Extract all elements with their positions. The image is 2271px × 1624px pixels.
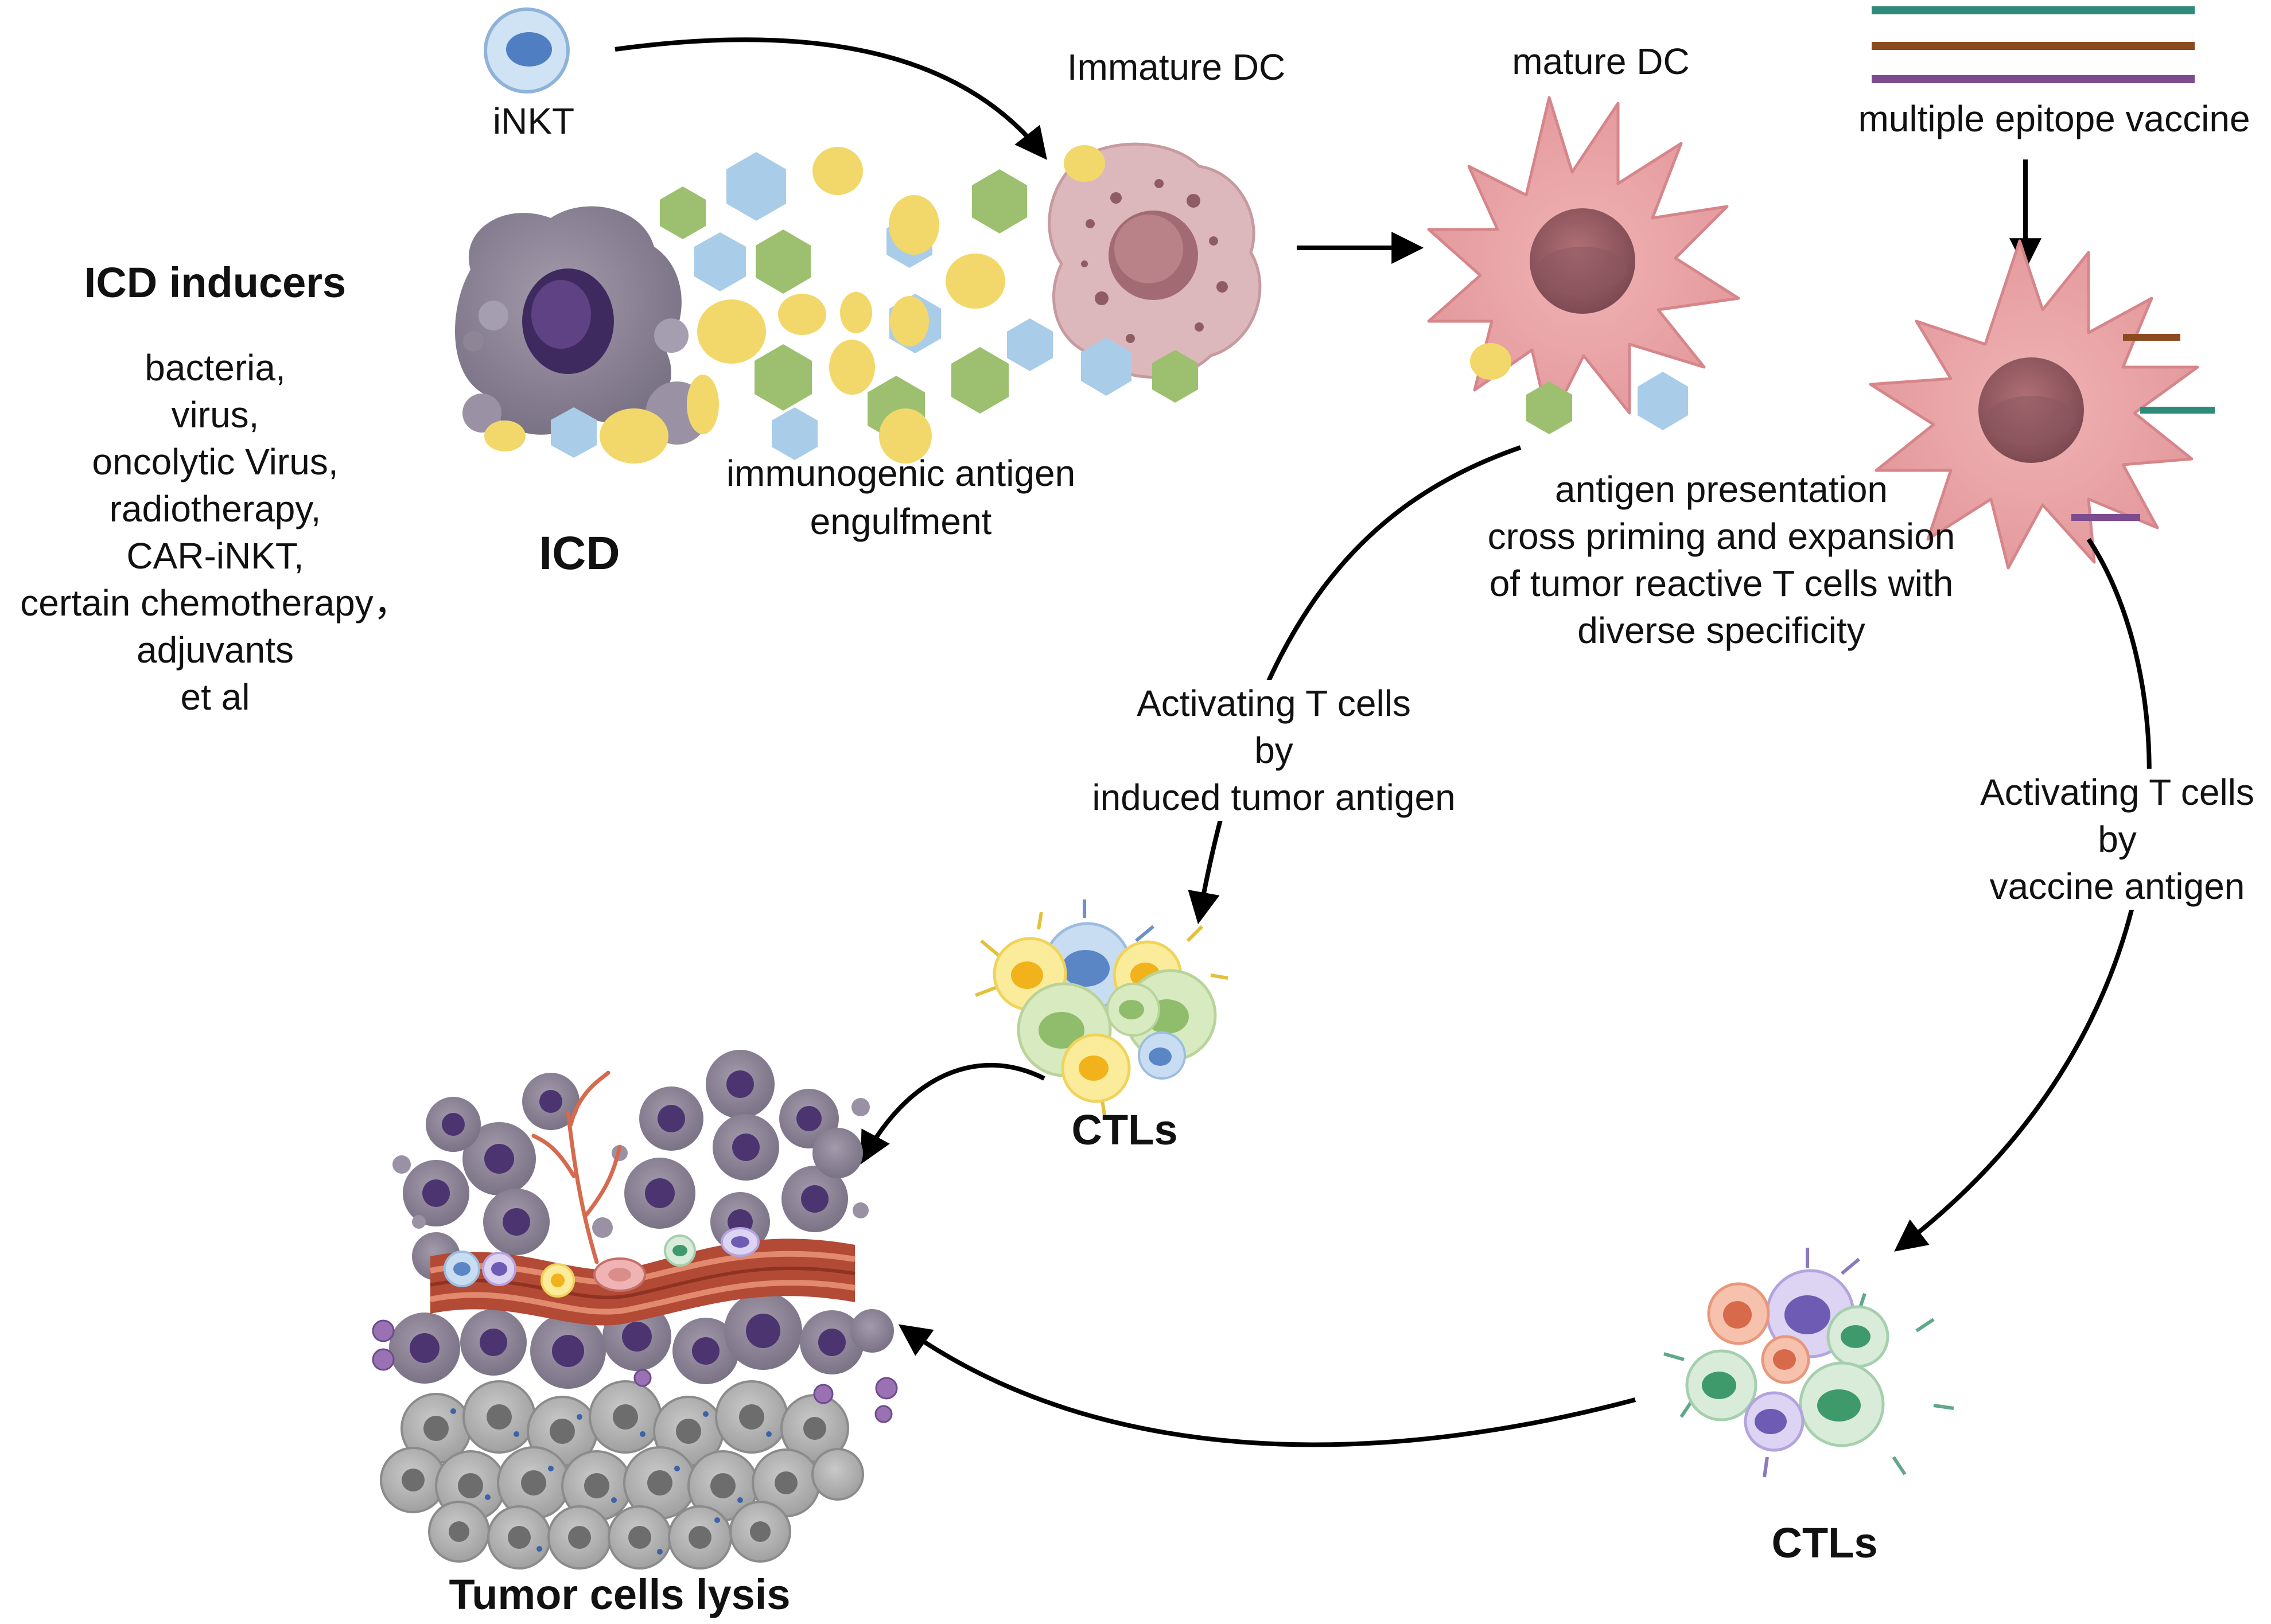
activating-vaccine-label: Activating T cells by vaccine antigen <box>1928 769 2271 910</box>
icd-inducer-item: radiotherapy, <box>109 488 321 529</box>
icd-inducer-item: adjuvants <box>137 629 294 671</box>
multiple-epitope-vaccine-icon <box>1872 6 2195 83</box>
activating-vaccine-line: vaccine antigen <box>1928 863 2271 910</box>
immature-dc-label: Immature DC <box>1067 46 1286 88</box>
immature-dc-icon <box>1048 142 1262 403</box>
activating-induced-line: induced tumor antigen <box>1061 774 1486 821</box>
engulfment-label: immunogenic antigen engulfment <box>689 449 1113 546</box>
activating-induced-line: by <box>1061 727 1486 774</box>
icd-inducer-item: oncolytic Virus, <box>92 441 339 482</box>
icd-inducer-item: et al <box>180 676 250 718</box>
activating-vaccine-line: Activating T cells <box>1928 769 2271 816</box>
presentation-line: diverse specificity <box>1577 610 1865 651</box>
icd-label: ICD <box>539 527 620 579</box>
icd-inducers-list: bacteria, virus, oncolytic Virus, radiot… <box>0 344 430 721</box>
icd-inducer-item: CAR-iNKT, <box>126 535 304 577</box>
inkt-cell-icon <box>484 7 570 94</box>
antigen-presentation-label: antigen presentation cross priming and e… <box>1434 466 2008 654</box>
tumor-lysis-label: Tumor cells lysis <box>449 1571 791 1618</box>
engulfment-line: engulfment <box>810 501 992 542</box>
released-antigens-icon <box>660 147 1053 464</box>
activating-vaccine-line: by <box>1928 816 2271 863</box>
vaccine-label: multiple epitope vaccine <box>1858 98 2250 139</box>
icd-inducer-item: virus, <box>171 394 259 435</box>
ctls-right-icon <box>1663 1248 1954 1478</box>
ctls-left-icon <box>974 899 1228 1116</box>
presentation-line: of tumor reactive T cells with <box>1489 563 1954 604</box>
arrow-ctls-right-to-tumor <box>898 1324 1636 1447</box>
icd-inducer-item: certain chemotherapy， <box>20 582 410 624</box>
inkt-label: iNKT <box>492 100 575 142</box>
mature-dc-icon <box>1427 96 1740 434</box>
ctls-right-label: CTLs <box>1771 1519 1878 1567</box>
engulfment-line: immunogenic antigen <box>726 453 1076 494</box>
activating-induced-label: Activating T cells by induced tumor anti… <box>1061 680 1486 821</box>
presentation-line: antigen presentation <box>1555 469 1888 510</box>
presentation-line: cross priming and expansion <box>1487 516 1955 557</box>
mature-dc-label: mature DC <box>1512 41 1690 82</box>
arrow-inkt-to-dc <box>615 37 1047 160</box>
icd-inducer-item: bacteria, <box>145 347 286 388</box>
activating-induced-line: Activating T cells <box>1061 680 1486 727</box>
arrow-ctls-left-to-tumor <box>860 1063 1045 1165</box>
ctls-left-label: CTLs <box>1071 1106 1178 1154</box>
icd-inducers-title: ICD inducers <box>84 259 347 306</box>
vaccine-primed-dc-icon <box>1869 239 2215 570</box>
tumor-mass-icon <box>372 1050 898 1570</box>
icd-tumor-cell-icon <box>454 206 709 464</box>
